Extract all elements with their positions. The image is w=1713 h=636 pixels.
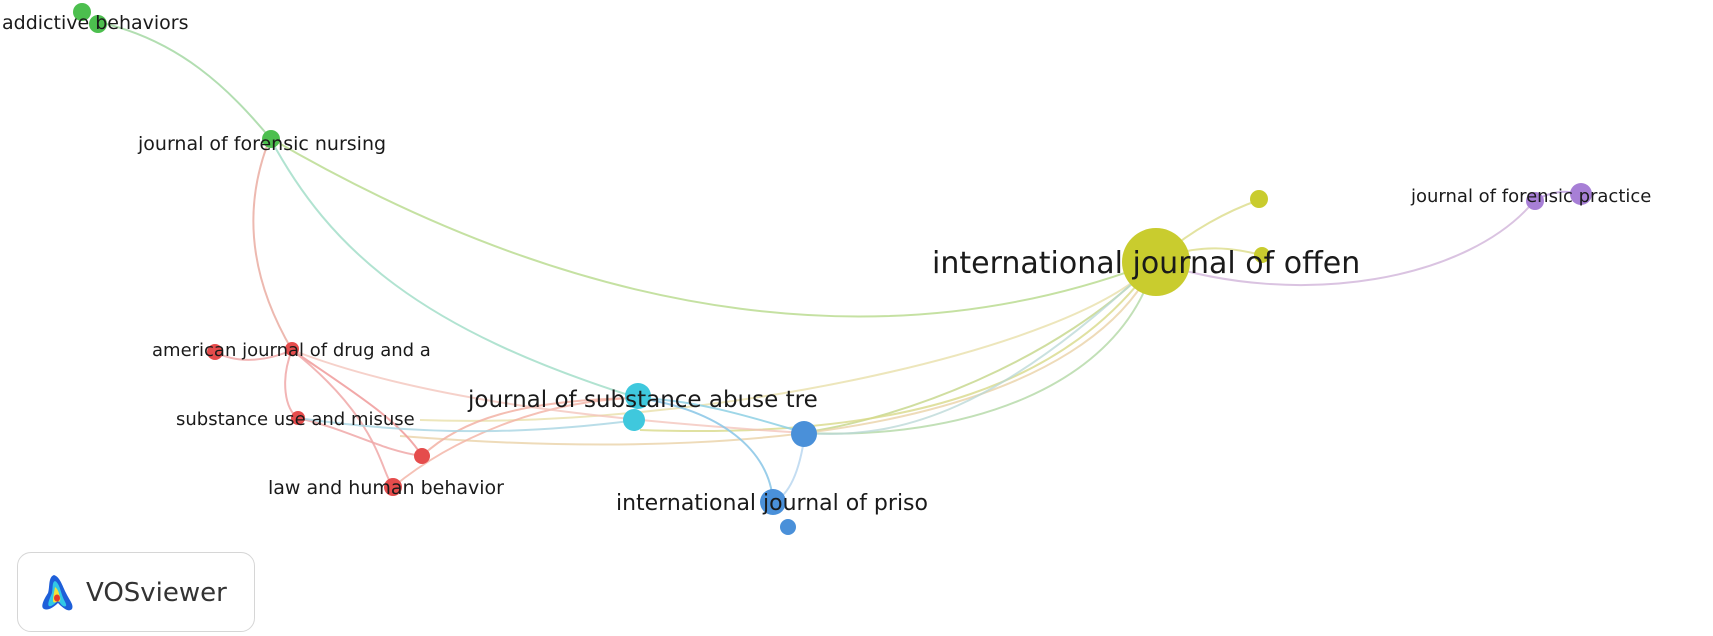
node-forensic-practice-secondary[interactable] — [1570, 183, 1592, 205]
label-american-journal-of-drug[interactable]: american journal of drug and a — [152, 340, 431, 361]
node-red-secondary-b[interactable] — [414, 448, 430, 464]
link — [297, 417, 423, 457]
link — [291, 349, 423, 457]
link — [804, 261, 1156, 435]
node-law-and-human-behavior[interactable] — [384, 478, 402, 496]
vosviewer-logo-box: VOSviewer — [17, 552, 255, 632]
label-journal-of-forensic-practice[interactable]: journal of forensic practice — [1410, 186, 1651, 207]
node-yellow-secondary-a[interactable] — [1250, 190, 1268, 208]
node-journal-of-forensic-nursing[interactable] — [262, 130, 280, 148]
link — [97, 21, 271, 139]
link — [1154, 199, 1536, 287]
nodes — [73, 3, 1592, 535]
label-journal-of-forensic-nursing[interactable]: journal of forensic nursing — [137, 133, 386, 155]
link — [214, 349, 293, 361]
node-international-journal-of-offen[interactable] — [1122, 228, 1190, 296]
links — [97, 21, 1581, 503]
link — [799, 261, 1156, 434]
node-international-journal-of-priso[interactable] — [760, 489, 786, 515]
link — [421, 397, 639, 457]
labels: addictive behaviors journal of forensic … — [2, 12, 1651, 516]
link — [291, 349, 806, 434]
link — [399, 261, 1156, 446]
node-journal-of-forensic-practice[interactable] — [1526, 192, 1544, 210]
node-blue-secondary-b[interactable] — [780, 519, 796, 535]
label-international-journal-of-priso[interactable]: international journal of priso — [616, 491, 928, 516]
link — [392, 397, 639, 488]
label-substance-use-and-misuse[interactable]: substance use and misuse — [176, 409, 415, 430]
node-yellow-secondary-b[interactable] — [1254, 247, 1270, 263]
node-red-secondary-a[interactable] — [285, 342, 299, 356]
node-american-journal-of-drug[interactable] — [207, 344, 223, 360]
link — [269, 137, 1156, 318]
node-addictive-behaviors[interactable] — [89, 15, 107, 33]
link — [637, 397, 774, 503]
link — [269, 137, 639, 399]
node-substance-use-and-misuse[interactable] — [291, 411, 305, 425]
label-journal-of-substance-abuse-tre[interactable]: journal of substance abuse tre — [467, 387, 818, 413]
node-cyan-secondary[interactable] — [623, 409, 645, 431]
link — [637, 397, 806, 434]
node-blue-secondary-a[interactable] — [791, 421, 817, 447]
label-addictive-behaviors[interactable]: addictive behaviors — [2, 12, 188, 34]
link — [252, 137, 293, 351]
vosviewer-logo-icon — [42, 575, 73, 611]
link — [419, 261, 1156, 422]
link — [804, 261, 1156, 435]
label-law-and-human-behavior[interactable]: law and human behavior — [268, 477, 504, 499]
node-journal-of-substance-abuse-tre[interactable] — [625, 383, 651, 409]
vosviewer-logo-text: VOSviewer — [86, 578, 227, 608]
node-addictive-behaviors-secondary[interactable] — [73, 3, 91, 21]
label-international-journal-of-offen[interactable]: international journal of offen — [932, 246, 1360, 281]
link — [297, 417, 639, 433]
